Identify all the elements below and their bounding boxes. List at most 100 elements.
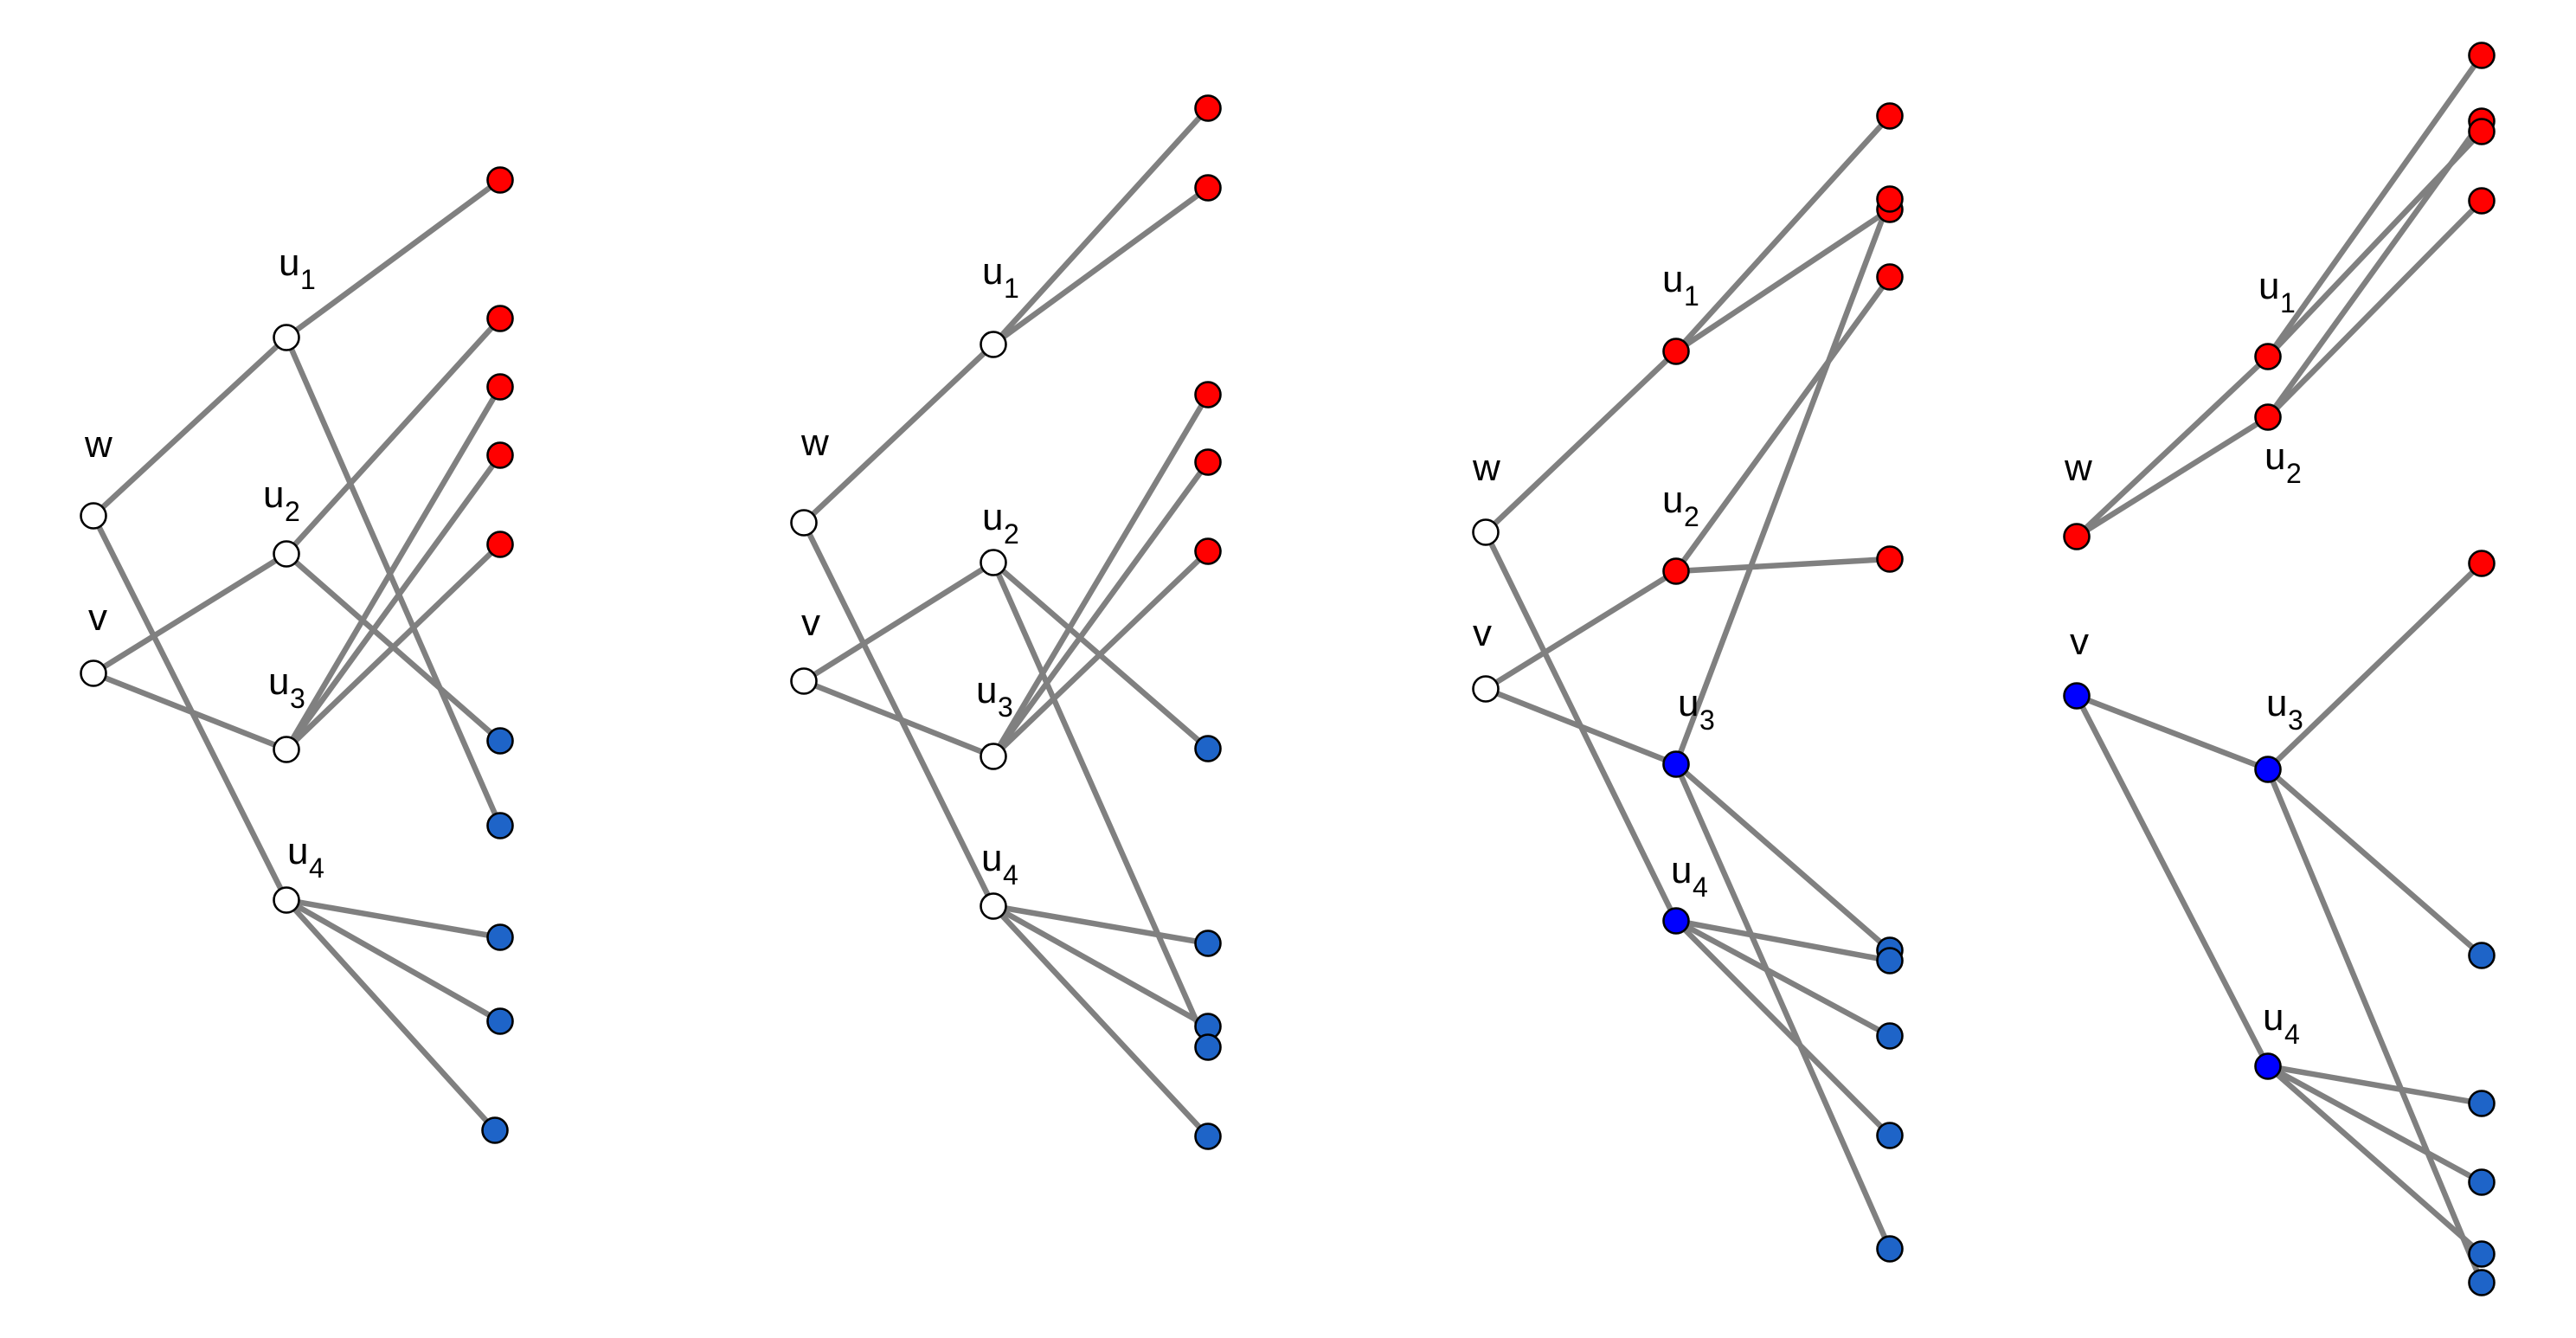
node-b4 — [486, 1007, 514, 1035]
edge-w-u1 — [1482, 348, 1680, 536]
node-label-subscript-u4: 4 — [1003, 859, 1018, 891]
edge-u4-b5 — [283, 897, 498, 1134]
node-label-subscript-u2: 2 — [2286, 458, 2302, 489]
node-r4 — [2468, 187, 2496, 215]
node-w — [1472, 518, 1500, 546]
edge-u3-r4 — [990, 459, 1211, 760]
node-b4 — [1194, 1033, 1222, 1061]
node-label-u1: u — [1662, 258, 1683, 300]
node-u3 — [980, 743, 1007, 770]
edge-u3-r3 — [990, 391, 1211, 760]
node-b5 — [2468, 1269, 2496, 1296]
node-r5 — [486, 531, 514, 558]
node-u3 — [1662, 750, 1690, 778]
node-u3 — [2254, 756, 2282, 783]
node-u1 — [980, 331, 1007, 358]
edge-u1-b2 — [283, 334, 504, 829]
edge-w-u4 — [800, 519, 997, 910]
edge-u4-b3 — [283, 897, 504, 941]
edge-v-u3 — [2073, 692, 2271, 773]
edge-group — [2073, 52, 2485, 1286]
edge-w-u2 — [2073, 414, 2271, 540]
node-label-subscript-u2: 2 — [1004, 518, 1019, 550]
node-r3 — [486, 373, 514, 401]
node-label-v: v — [1473, 612, 1492, 654]
edge-u4-b3 — [1673, 917, 1893, 1039]
edge-u2-r3 — [1673, 273, 1893, 575]
edge-u3-b5 — [2264, 766, 2485, 1286]
node-r1 — [1876, 102, 1904, 130]
edge-u4-b3 — [2264, 1063, 2485, 1186]
node-label-u4: u — [2263, 996, 2284, 1039]
edge-u4-b2 — [1673, 917, 1893, 964]
edge-v-u2 — [90, 550, 290, 677]
edge-u4-b5 — [990, 903, 1211, 1140]
node-label-u1: u — [2258, 265, 2279, 307]
edge-v-u3 — [800, 678, 997, 760]
edge-u4-b2 — [2264, 1063, 2485, 1107]
node-u2 — [2254, 403, 2282, 431]
edge-w-u1 — [90, 334, 290, 519]
node-label-w: w — [2064, 447, 2092, 489]
edge-v-u2 — [1482, 568, 1680, 692]
edge-u4-b4 — [283, 897, 504, 1025]
node-label-w: w — [1472, 447, 1500, 489]
edge-u1-r2 — [1673, 206, 1893, 355]
node-r3 — [1194, 381, 1222, 408]
edge-u1-r2 — [990, 184, 1211, 348]
node-w — [2063, 523, 2091, 550]
node-label-w: w — [800, 421, 829, 464]
node-label-u3: u — [268, 660, 289, 703]
node-w — [790, 509, 818, 537]
edge-u3-b1 — [2264, 766, 2485, 959]
node-label-u4: u — [1671, 849, 1692, 891]
node-u4 — [980, 892, 1007, 920]
node-r4 — [1876, 545, 1904, 573]
edge-u2-r2 — [2264, 118, 2485, 421]
node-r5 — [1194, 537, 1222, 565]
node-u3 — [273, 736, 300, 763]
edge-group — [1482, 113, 1893, 1252]
node-label-v: v — [88, 596, 107, 639]
edge-u4-b3 — [990, 903, 1211, 1030]
node-v — [790, 667, 818, 695]
node-u1 — [2254, 343, 2282, 370]
node-group — [2063, 42, 2496, 1296]
node-label-subscript-u3: 3 — [2288, 704, 2303, 736]
node-label-subscript-u2: 2 — [285, 496, 300, 527]
node-r1 — [2468, 42, 2496, 69]
edge-w-u1 — [2073, 353, 2271, 540]
node-r4 — [486, 441, 514, 469]
edge-v-u3 — [90, 670, 290, 753]
node-v — [1472, 675, 1500, 703]
node-b1 — [1194, 735, 1222, 762]
edge-v-u4 — [2073, 692, 2271, 1070]
node-v — [80, 659, 107, 687]
node-u4 — [1662, 907, 1690, 935]
edge-u4-b4 — [2264, 1063, 2485, 1258]
node-group — [80, 166, 514, 1144]
node-b4 — [2468, 1240, 2496, 1268]
edge-u3-r5 — [2264, 560, 2485, 773]
node-r1 — [486, 166, 514, 194]
node-b5 — [1194, 1123, 1222, 1150]
node-label-v: v — [801, 601, 820, 644]
node-group — [790, 94, 1222, 1150]
node-r2 — [486, 305, 514, 332]
edge-u2-r4 — [2264, 197, 2485, 421]
edge-u1-r1 — [1673, 113, 1893, 355]
node-b5 — [481, 1116, 509, 1144]
node-r2 — [1194, 174, 1222, 202]
node-label-subscript-u2: 2 — [1684, 501, 1699, 532]
edge-group — [800, 105, 1211, 1140]
edge-u4-b2 — [990, 903, 1211, 947]
node-label-subscript-u4: 4 — [1693, 872, 1708, 903]
node-group — [1472, 102, 1904, 1263]
node-b1 — [486, 727, 514, 755]
node-r5 — [2468, 550, 2496, 577]
